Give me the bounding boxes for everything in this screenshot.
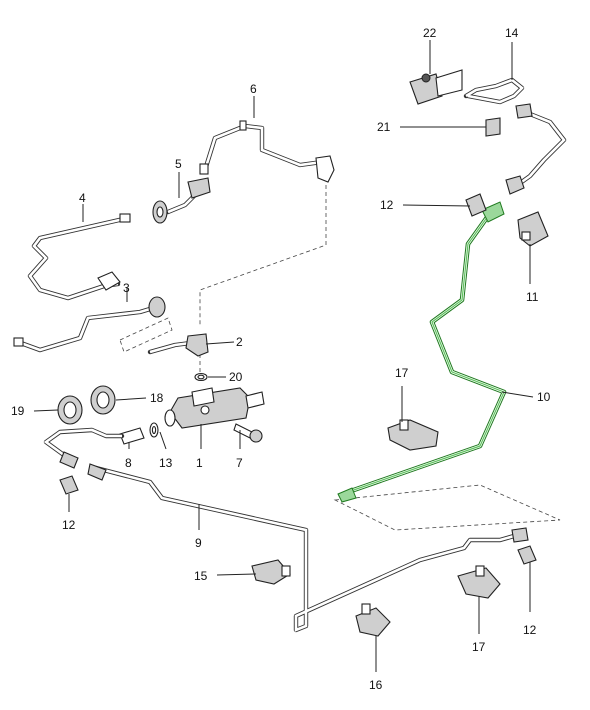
part-15-clip[interactable] bbox=[251, 559, 291, 585]
leader-lines bbox=[33, 40, 534, 672]
callout-17-lower: 17 bbox=[472, 640, 486, 654]
callout-11: 11 bbox=[526, 290, 539, 304]
callout-1: 1 bbox=[196, 456, 203, 470]
part-2-fitting[interactable] bbox=[147, 333, 209, 357]
part-4-hydraulic-pipe[interactable] bbox=[27, 213, 131, 301]
callout-12-left: 12 bbox=[62, 518, 76, 532]
part-13-seal[interactable] bbox=[149, 422, 159, 438]
part-22-sensor[interactable] bbox=[409, 69, 463, 105]
part-17-clip-lower[interactable] bbox=[457, 565, 501, 599]
left-short-pipe[interactable] bbox=[43, 427, 125, 469]
callout-3: 3 bbox=[123, 281, 130, 295]
part-19-grommet[interactable] bbox=[57, 395, 83, 425]
callout-22: 22 bbox=[423, 26, 437, 40]
part-6-brake-line[interactable] bbox=[199, 120, 335, 183]
part-5-dust-boot[interactable] bbox=[152, 177, 211, 224]
part-3-brake-line[interactable] bbox=[13, 296, 166, 353]
part-20-o-ring[interactable] bbox=[194, 372, 208, 382]
callout-20: 20 bbox=[229, 370, 243, 384]
part-12-union-bottom[interactable] bbox=[517, 545, 537, 565]
part-9-long-pipe[interactable] bbox=[87, 463, 529, 633]
part-11-bracket[interactable] bbox=[517, 211, 549, 247]
callout-19: 19 bbox=[11, 404, 25, 418]
part-16-clip[interactable] bbox=[355, 603, 391, 637]
callout-9: 9 bbox=[195, 536, 202, 550]
part-7-bolt[interactable] bbox=[233, 423, 263, 443]
callout-8: 8 bbox=[125, 456, 132, 470]
callout-14: 14 bbox=[505, 26, 519, 40]
callout-6: 6 bbox=[250, 82, 257, 96]
part-18-grommet[interactable] bbox=[90, 385, 116, 415]
callout-12-top: 12 bbox=[380, 198, 394, 212]
callout-17-upper: 17 bbox=[395, 366, 409, 380]
callout-16: 16 bbox=[369, 678, 383, 692]
callout-7: 7 bbox=[236, 456, 243, 470]
callout-21: 21 bbox=[377, 120, 391, 134]
part-10-highlighted-line[interactable] bbox=[337, 201, 507, 503]
assembly-dashed-lines bbox=[119, 185, 561, 531]
part-21-clip[interactable] bbox=[485, 117, 501, 137]
part-12-union-top[interactable] bbox=[465, 193, 487, 217]
callout-4: 4 bbox=[79, 191, 86, 205]
part-14-flex-line[interactable] bbox=[463, 77, 567, 195]
callout-15: 15 bbox=[194, 569, 208, 583]
part-8-banjo-fitting[interactable] bbox=[119, 427, 145, 445]
callout-18: 18 bbox=[150, 391, 164, 405]
callout-12-bottom: 12 bbox=[523, 623, 537, 637]
part-17-clip-upper[interactable] bbox=[387, 419, 439, 451]
callout-10: 10 bbox=[537, 390, 551, 404]
callout-2: 2 bbox=[236, 335, 243, 349]
part-12-union-left[interactable] bbox=[59, 475, 79, 495]
callout-labels: 1 2 3 4 5 6 7 8 9 10 11 12 12 12 13 14 1… bbox=[11, 26, 551, 692]
callout-13: 13 bbox=[159, 456, 173, 470]
callout-5: 5 bbox=[175, 157, 182, 171]
part-1-cylinder[interactable] bbox=[164, 387, 265, 429]
